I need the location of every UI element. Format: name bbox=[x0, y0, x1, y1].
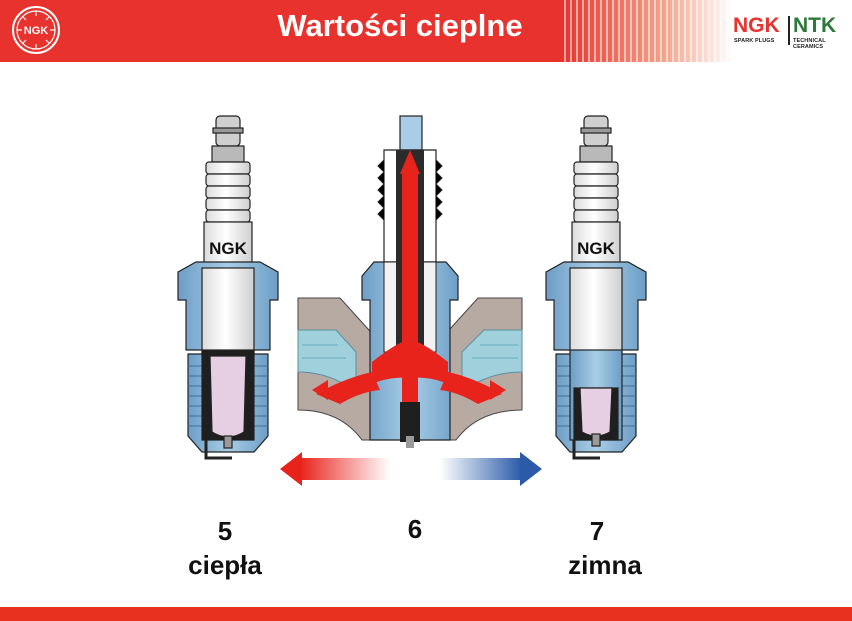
plug-hot-mark: NGK bbox=[209, 239, 248, 258]
spark-plug-cold bbox=[545, 115, 647, 460]
header-stripes bbox=[560, 0, 730, 62]
heat-value-6: 6 bbox=[407, 514, 423, 544]
brand-ntk-sub: TECHNICAL CERAMICS bbox=[793, 38, 826, 50]
brand-ngk-text: NGK bbox=[733, 14, 780, 37]
cold-direction-arrow bbox=[440, 452, 542, 486]
ngk-logo-badge: NGK bbox=[12, 6, 60, 54]
hot-direction-arrow bbox=[280, 452, 390, 486]
header-banner: Wartości cieplne NGK NGK NTK SPARK PLUGS… bbox=[0, 0, 852, 62]
brand-ntk-text: NTK bbox=[793, 14, 837, 37]
brand-divider bbox=[788, 16, 790, 45]
page-title: Wartości cieplne bbox=[277, 8, 523, 43]
heat-value-5: 5 bbox=[217, 516, 233, 546]
heat-value-7: 7 bbox=[589, 516, 605, 546]
cylinder-head-cutaway bbox=[297, 115, 523, 448]
brand-ngk-sub: SPARK PLUGS bbox=[734, 38, 775, 44]
ngk-ntk-logo: NGK NTK SPARK PLUGS TECHNICAL CERAMICS bbox=[733, 14, 845, 51]
badge-text: NGK bbox=[24, 25, 49, 37]
caption-hot: ciepła bbox=[188, 550, 262, 580]
plug-cold-mark: NGK bbox=[577, 239, 616, 258]
caption-cold: zimna bbox=[568, 550, 642, 580]
spark-plug-hot bbox=[177, 115, 279, 460]
footer-bar bbox=[0, 607, 852, 621]
